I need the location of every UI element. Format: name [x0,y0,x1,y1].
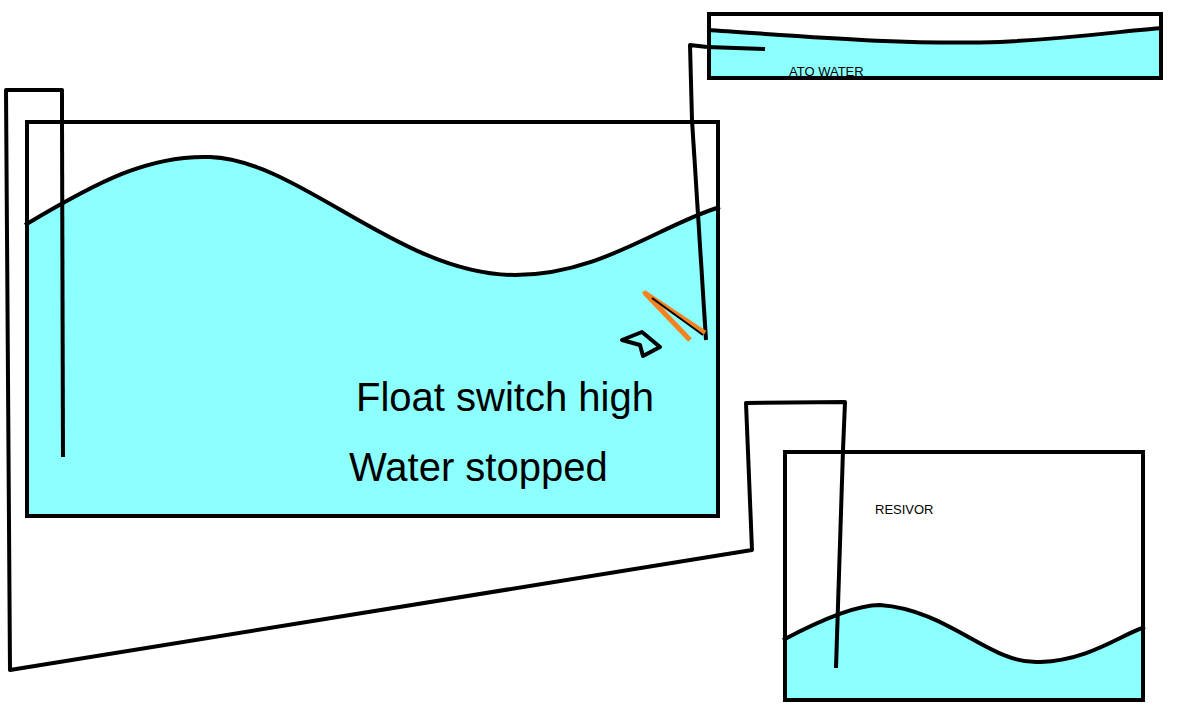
ato-water-surface [707,28,1163,43]
float-switch-stem [652,298,703,335]
tube-connector [690,45,707,120]
float-switch-orange [645,293,705,340]
reservoir-container: RESIVOR [783,450,1145,702]
reservoir-tube [836,450,843,668]
tank-water-surface [25,157,720,275]
tank-drain-tube [62,120,63,457]
ato-water [707,28,1163,80]
ato-intake-tube [707,47,765,49]
node-label: Water stopped [349,444,608,490]
float-switch-arrow [622,332,660,356]
tank-water [25,157,720,518]
ato-outlet-tube [692,120,706,340]
ato-container: ATO WATER [707,12,1163,80]
node-label: Float switch high [356,374,654,420]
node-label: RESIVOR [875,503,934,518]
tube-connector [6,90,845,670]
node-label: ATO WATER [789,65,864,80]
main-tank: Float switch highWater stopped [25,120,720,518]
